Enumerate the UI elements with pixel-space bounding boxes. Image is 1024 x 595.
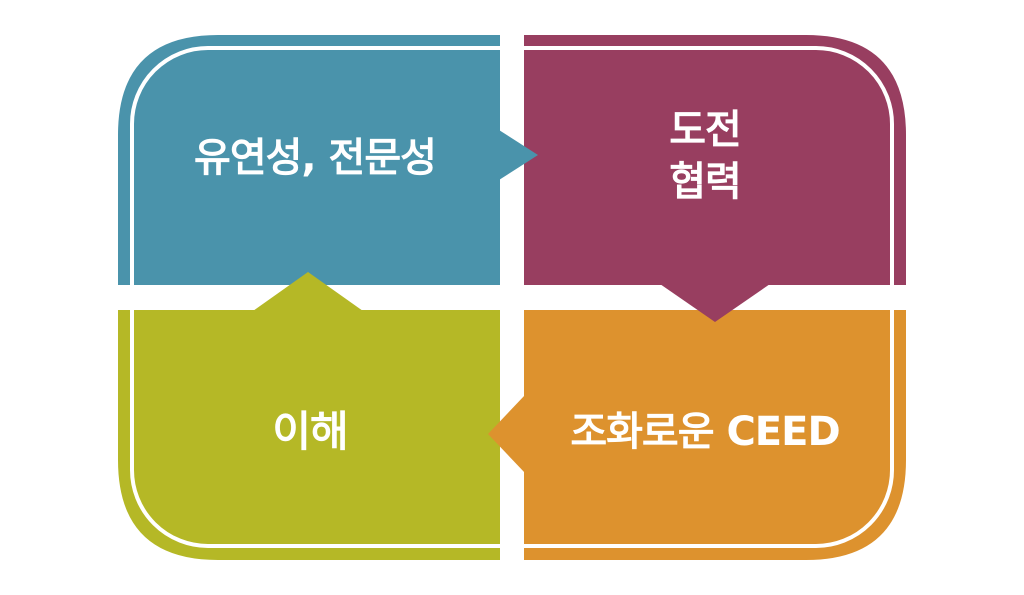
quadrant-top-right <box>524 35 906 320</box>
horizontal-gutter <box>112 285 912 310</box>
label-bottom-left-text: 이해 <box>272 407 348 456</box>
label-top-right-line2: 협력 <box>669 159 742 205</box>
label-top-left-text: 유연성, 전문성 <box>194 135 437 181</box>
label-top-right-line1: 도전 <box>669 107 742 153</box>
quadrant-bottom-left <box>118 275 500 560</box>
label-flexibility-expertise: 유연성, 전문성 <box>140 130 490 186</box>
label-understanding: 이해 <box>140 402 480 462</box>
arrow-down <box>660 284 770 322</box>
arrow-left <box>488 395 525 473</box>
label-challenge-cooperation: 도전 협력 <box>530 104 880 208</box>
arrow-up <box>253 272 363 311</box>
arrow-right <box>499 130 538 180</box>
quadrant-bottom-right <box>492 310 906 560</box>
quadrant-top-left <box>118 35 532 285</box>
label-harmonious-ceed: 조화로운 CEED <box>520 402 890 462</box>
label-bottom-right-text: 조화로운 CEED <box>570 409 840 455</box>
